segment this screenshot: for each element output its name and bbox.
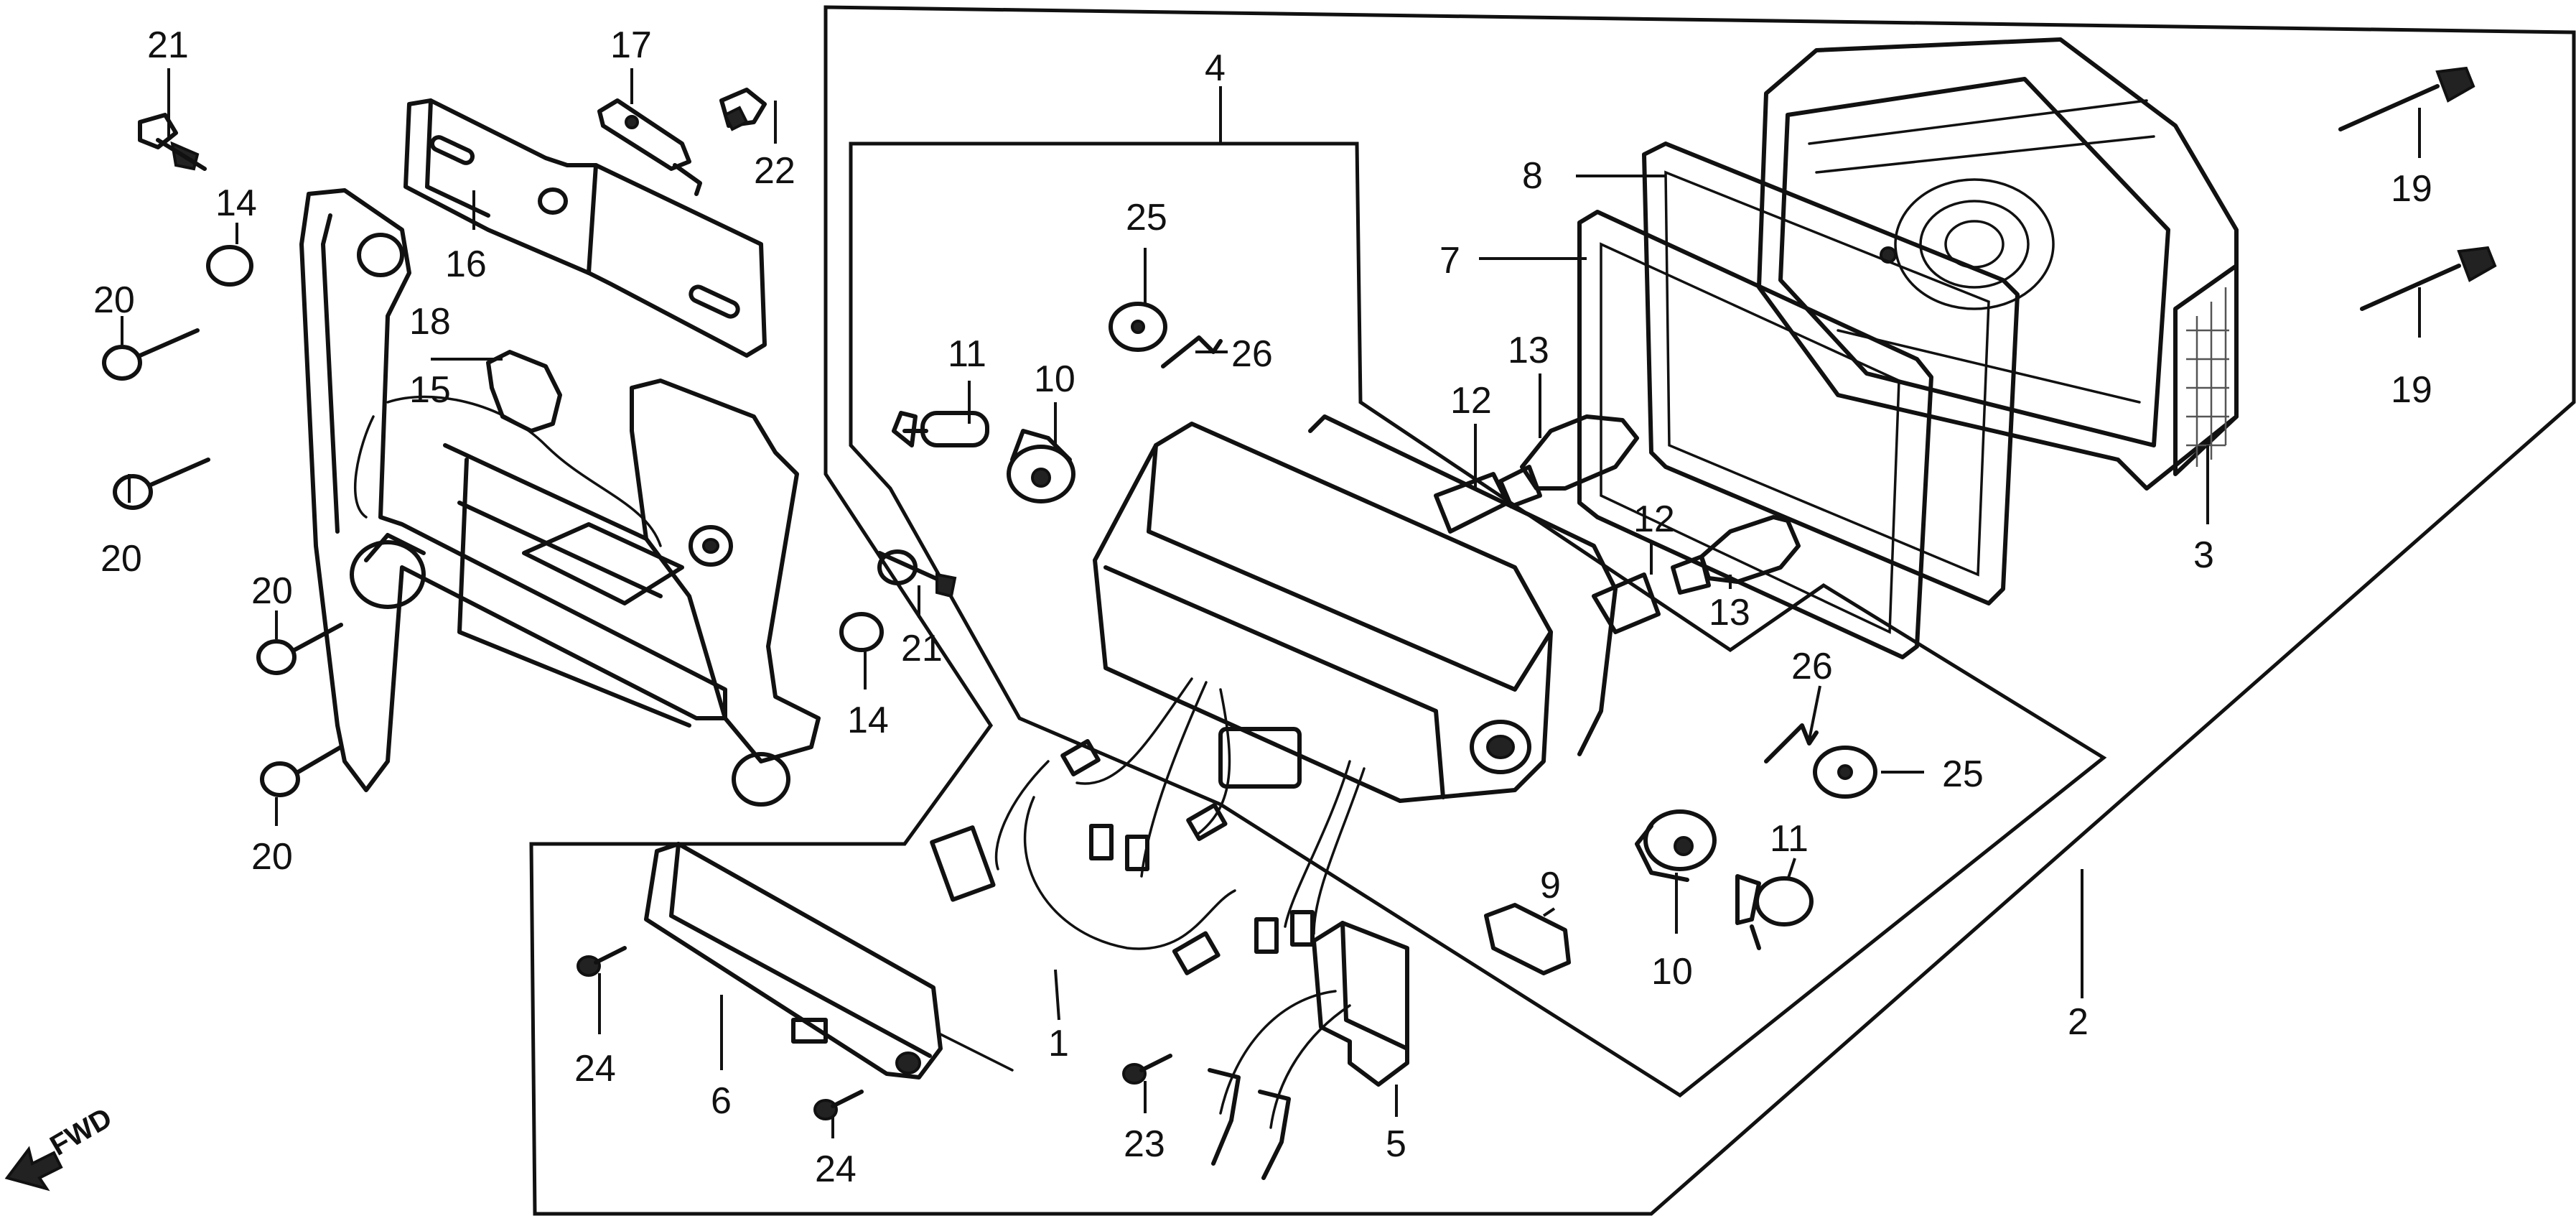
screw-24-upper <box>577 946 627 977</box>
bolt-21-lower <box>877 549 957 598</box>
clip-26-upper <box>1161 335 1223 368</box>
holder-11-lower <box>1735 874 1814 950</box>
socket-10-upper <box>1007 429 1075 503</box>
license-light-cover-6 <box>644 842 1014 1080</box>
label-part-20-d: 20 <box>251 836 293 878</box>
bolt-22 <box>719 88 767 131</box>
label-part-12-lower: 12 <box>1633 498 1675 540</box>
label-part-5: 5 <box>1386 1123 1406 1165</box>
label-part-13-lower: 13 <box>1709 592 1750 633</box>
fwd-indicator: FWD <box>4 1102 118 1192</box>
label-part-6: 6 <box>711 1080 732 1122</box>
bulb-13-lower <box>1671 515 1801 595</box>
bolt-21-upper <box>138 113 207 171</box>
taillight-lens <box>1757 37 2239 491</box>
label-part-26-lower: 26 <box>1791 646 1833 687</box>
label-part-14-upper: 14 <box>215 182 257 224</box>
label-part-25-lower: 25 <box>1942 753 1984 795</box>
label-part-26-upper: 26 <box>1231 333 1273 375</box>
bulb-13-upper <box>1498 414 1639 509</box>
bolt-20-d <box>260 745 343 797</box>
taillight-base <box>1093 414 1618 803</box>
label-part-14-lower: 14 <box>847 700 889 741</box>
bolt-20-a <box>102 328 200 381</box>
bracket-clip-17 <box>597 98 702 196</box>
label-part-18: 18 <box>409 301 451 343</box>
label-part-2: 2 <box>2068 1001 2089 1043</box>
label-part-25-upper: 25 <box>1126 197 1167 238</box>
label-part-20-c: 20 <box>251 570 293 612</box>
label-part-4: 4 <box>1205 47 1226 89</box>
wiring-harness <box>930 677 1366 975</box>
label-part-1: 1 <box>1048 1023 1069 1064</box>
label-part-3: 3 <box>2193 534 2214 576</box>
grommet-15-18 <box>486 350 562 433</box>
fwd-arrow-icon <box>4 1146 63 1192</box>
label-part-23: 23 <box>1124 1123 1165 1165</box>
label-part-13-upper: 13 <box>1508 330 1549 371</box>
connector-5 <box>1208 921 1409 1180</box>
gasket-7-inner <box>1600 242 1900 634</box>
gasket-8 <box>1642 141 2020 605</box>
label-part-20-b: 20 <box>101 538 142 580</box>
label-part-21-lower: 21 <box>901 628 943 669</box>
label-part-17: 17 <box>610 24 652 66</box>
assembly-2-outline <box>529 5 2576 1216</box>
bulb-socket-12-upper <box>1434 472 1510 534</box>
washer-25-lower <box>1813 746 1877 799</box>
fwd-label: FWD <box>45 1102 118 1162</box>
screw-19-upper <box>2338 66 2475 131</box>
label-part-21-upper: 21 <box>147 24 189 66</box>
nut-14-upper <box>206 245 253 287</box>
grommet-9 <box>1484 903 1571 975</box>
part-labels: 4 2 3 8 7 19 19 25 26 11 10 12 13 12 13 … <box>93 24 2432 1190</box>
socket-10-lower <box>1635 809 1717 882</box>
label-part-20-a: 20 <box>93 279 135 321</box>
gasket-7 <box>1577 210 1933 659</box>
leader-lines <box>121 68 2421 1138</box>
label-part-22: 22 <box>754 150 795 192</box>
screw-23 <box>1122 1054 1172 1085</box>
screw-24-lower <box>813 1090 864 1120</box>
label-part-12-upper: 12 <box>1450 380 1492 422</box>
label-part-11-lower: 11 <box>1770 818 1809 860</box>
label-part-7: 7 <box>1439 240 1460 282</box>
bolt-20-c <box>256 623 343 675</box>
label-part-15: 15 <box>409 369 451 411</box>
label-part-24-upper: 24 <box>574 1048 616 1090</box>
label-part-8: 8 <box>1522 155 1543 197</box>
label-part-10-lower: 10 <box>1651 951 1693 993</box>
nut-14-lower <box>839 612 884 652</box>
label-part-19-lower: 19 <box>2391 369 2432 411</box>
washer-25-upper <box>1109 302 1167 352</box>
label-part-10-upper: 10 <box>1034 358 1075 400</box>
mounting-bracket <box>299 188 821 807</box>
holder-11-upper <box>892 411 989 447</box>
screw-19-lower <box>2360 246 2497 311</box>
plate-bracket-16 <box>403 98 767 358</box>
label-part-9: 9 <box>1540 865 1561 906</box>
clip-26-lower <box>1764 723 1819 763</box>
label-part-24-lower: 24 <box>815 1148 857 1190</box>
label-part-11-upper: 11 <box>948 333 986 375</box>
label-part-16: 16 <box>445 243 487 285</box>
bolt-20-b <box>113 458 210 510</box>
bulb-socket-12-lower <box>1592 572 1661 634</box>
label-part-19-upper: 19 <box>2391 168 2432 210</box>
assembly-4-outline <box>849 141 2107 1098</box>
gasket-8-inner <box>1664 170 1990 577</box>
